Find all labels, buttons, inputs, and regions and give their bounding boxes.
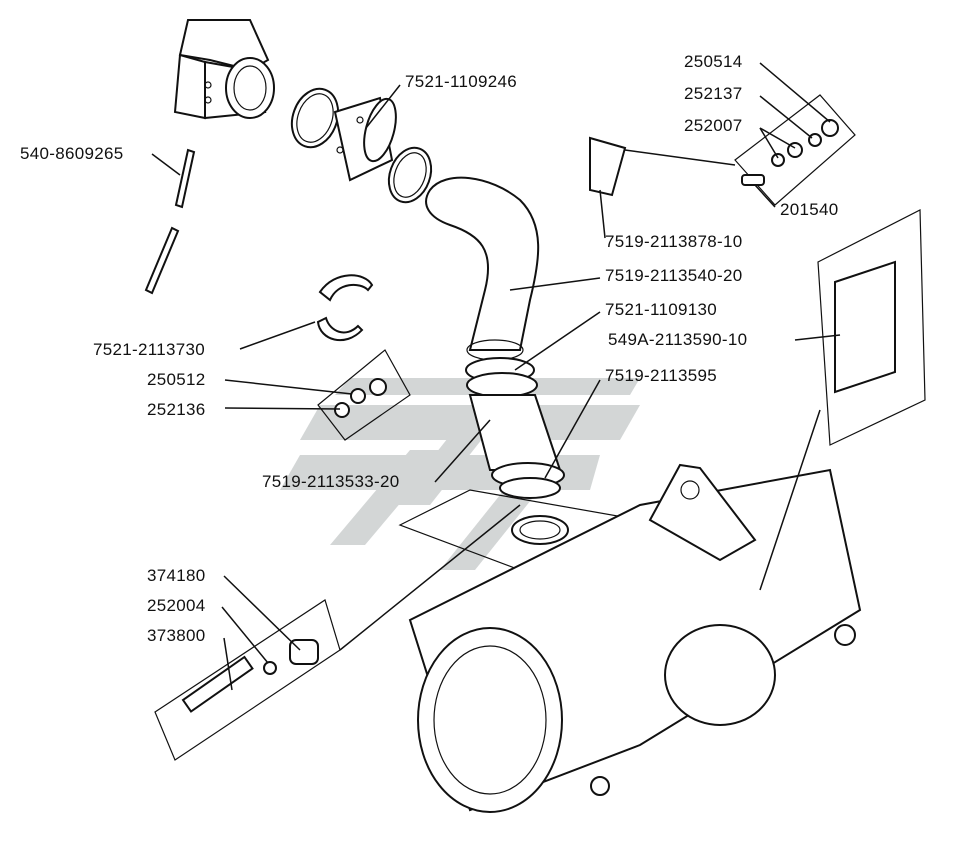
- bracket-clip: [589, 136, 627, 197]
- label-7521-1109130: 7521-1109130: [605, 300, 717, 319]
- bolt-group-plate: [734, 94, 856, 206]
- leader-lines: [151, 62, 841, 691]
- label-549A-2113590-10: 549А-2113590-10: [608, 330, 748, 349]
- half-clamps: [316, 274, 374, 341]
- label-201540: 201540: [780, 200, 839, 219]
- label-252007: 252007: [684, 116, 743, 135]
- label-252004: 252004: [147, 596, 206, 615]
- clamp-ring-right: [387, 146, 433, 204]
- label-7519-2113533-20: 7519-2113533-20: [262, 472, 400, 491]
- label-7521-2113730: 7521-2113730: [93, 340, 205, 359]
- bolt-nut-plate: [154, 599, 341, 761]
- label-7519-2113878-10: 7519-2113878-10: [605, 232, 743, 251]
- flex-pipe: [465, 357, 565, 499]
- label-252136: 252136: [147, 400, 206, 419]
- cover-plate-box: [817, 209, 926, 446]
- label-250514: 250514: [684, 52, 743, 71]
- bent-pipe: [425, 176, 540, 361]
- label-7519-2113595: 7519-2113595: [605, 366, 717, 385]
- label-7521-1109246: 7521-1109246: [405, 72, 517, 91]
- main-housing: [398, 463, 862, 813]
- intake-bracket: [173, 19, 275, 120]
- label-250512: 250512: [147, 370, 206, 389]
- gasket-ring: [511, 515, 569, 545]
- label-7519-2113540-20: 7519-2113540-20: [605, 266, 743, 285]
- label-540-8609265: 540-8609265: [20, 144, 124, 163]
- washer-plate: [317, 349, 411, 441]
- wire-pieces: [144, 148, 196, 295]
- label-374180: 374180: [147, 566, 206, 585]
- clamp-ring-left: [290, 87, 340, 149]
- label-373800: 373800: [147, 626, 206, 645]
- label-252137: 252137: [684, 84, 743, 103]
